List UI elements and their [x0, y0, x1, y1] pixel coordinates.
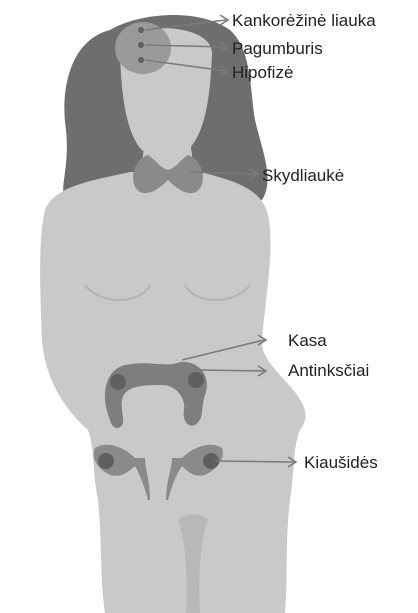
label-pituitary: Hipofizė	[232, 64, 293, 81]
label-adrenals: Antinksčiai	[288, 362, 369, 379]
ovaries-line	[215, 461, 294, 462]
adrenal-right	[188, 372, 204, 388]
hypothalamus-gland	[138, 42, 144, 48]
torso	[40, 172, 305, 613]
label-hypothalamus: Pagumburis	[232, 40, 323, 57]
adrenals-line	[198, 370, 264, 371]
label-thyroid: Skydliaukė	[262, 167, 344, 184]
pineal-gland	[138, 27, 144, 33]
label-pancreas: Kasa	[288, 332, 327, 349]
ovary-left	[98, 453, 114, 469]
adrenal-left	[110, 374, 126, 390]
pituitary-gland	[138, 57, 144, 63]
label-ovaries: Kiaušidės	[304, 454, 378, 471]
label-pineal: Kankorėžinė liauka	[232, 12, 376, 29]
